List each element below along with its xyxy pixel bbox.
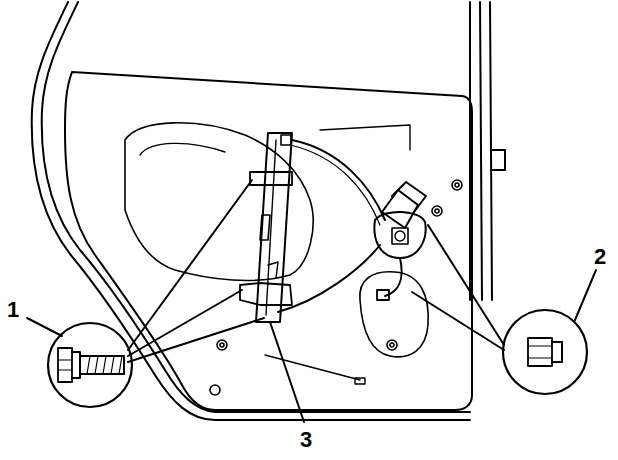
callout-number: 1 [5, 298, 21, 322]
callout-number: 3 [298, 428, 314, 452]
callout-number: 2 [592, 245, 608, 269]
